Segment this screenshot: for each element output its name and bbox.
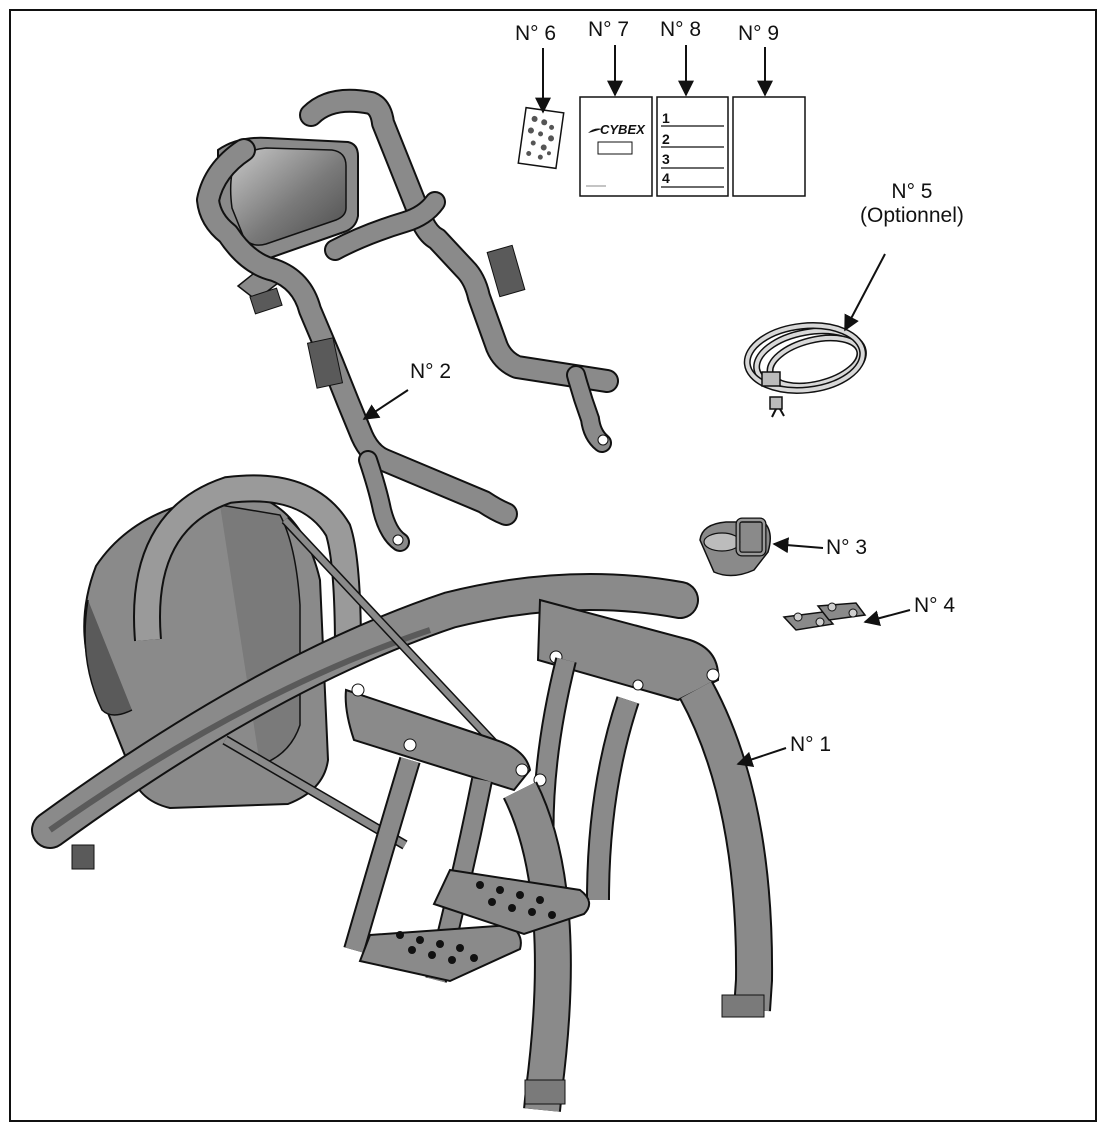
arrow-part-5 <box>844 253 886 332</box>
arrow-part-2 <box>362 389 409 420</box>
callout-part-4: N° 4 <box>914 594 956 617</box>
callout-part-1: N° 1 <box>790 733 832 756</box>
checklist-number-2: 2 <box>662 131 670 147</box>
leader-arrows <box>362 45 911 768</box>
manual-brand-logo: CYBEX <box>600 122 646 137</box>
mounting-plates <box>782 602 867 631</box>
callout-part-7: N° 7 <box>588 18 630 41</box>
checklist-number-1: 1 <box>662 110 670 126</box>
blank-document-sheet <box>732 96 806 197</box>
base-frame-assembly <box>31 474 774 1112</box>
callout-part-3: N° 3 <box>826 536 868 559</box>
arrow-part-4 <box>863 609 911 627</box>
hardware-kit-card <box>517 106 565 170</box>
checklist-number-3: 3 <box>662 151 670 167</box>
console-handlebar-assembly <box>196 88 619 552</box>
checklist-sheet: 1 2 3 4 <box>656 96 729 197</box>
callout-part-6: N° 6 <box>515 22 557 45</box>
arrow-part-1 <box>736 747 787 768</box>
power-cord <box>743 322 867 418</box>
callout-part-9: N° 9 <box>738 22 780 45</box>
callout-part-8: N° 8 <box>660 18 702 41</box>
owners-manual: CYBEX <box>579 96 653 197</box>
accessory-tray <box>699 517 771 577</box>
arrow-part-3 <box>772 537 824 554</box>
callout-part-5-note: (Optionnel) <box>860 204 964 228</box>
checklist-number-4: 4 <box>662 170 670 186</box>
callout-part-5: N° 5 (Optionnel) <box>860 180 964 228</box>
callout-part-2: N° 2 <box>410 360 452 383</box>
callout-part-5-number: N° 5 <box>891 180 933 203</box>
